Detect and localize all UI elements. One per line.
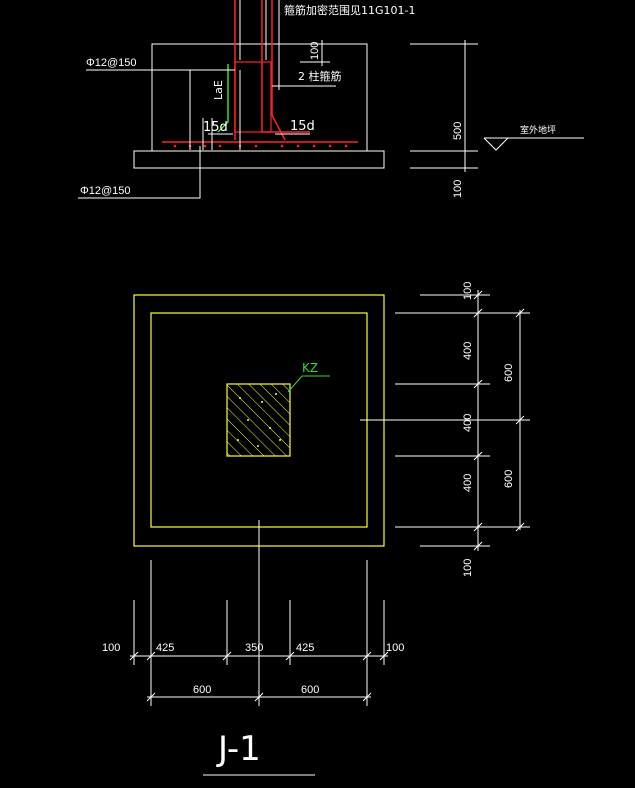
bottom-dim-0: 100 — [102, 642, 120, 654]
label-15d-right: 15d — [290, 119, 315, 134]
right-total-0: 600 — [503, 364, 515, 382]
right-dim-3: 400 — [462, 474, 474, 492]
title-text: J-1 — [216, 729, 261, 769]
rebar-label-bottom: Φ12@150 — [80, 185, 131, 197]
rebar-leader-bottom — [78, 146, 201, 199]
column-dots — [237, 393, 281, 447]
dim-100-label: 100 — [309, 42, 321, 60]
anchorage-bar — [217, 64, 229, 133]
section-view: 100 2 柱箍筋 箍筋加密范围见11G101-1 15d 15d LaE Φ1… — [78, 0, 584, 199]
note-top: 箍筋加密范围见11G101-1 — [284, 3, 415, 17]
kz-label: KZ — [302, 361, 318, 375]
label-lae: LaE — [212, 80, 225, 100]
right-dim-4: 100 — [462, 559, 474, 577]
drawing-title: J-1 — [203, 729, 315, 776]
footing-outline — [151, 43, 368, 152]
bottom-dim-3: 425 — [296, 642, 314, 654]
bottom-dims — [129, 560, 389, 706]
kz-leader — [287, 375, 330, 393]
bottom-dim-2: 350 — [245, 642, 263, 654]
bottom-dim-1: 425 — [156, 642, 174, 654]
plan-view: KZ 100 400 400 400 100 — [102, 282, 530, 706]
right-dims — [395, 290, 530, 551]
rebar-label-top: Φ12@150 — [86, 57, 137, 69]
ground-symbol — [483, 137, 509, 151]
label-15d-left: 15d — [203, 120, 228, 135]
stirrup — [234, 61, 272, 133]
column-bar-hook — [271, 114, 286, 141]
bottom-total-0: 600 — [193, 684, 211, 696]
ground-label: 室外地坪 — [520, 124, 556, 136]
right-dim-0: 100 — [462, 282, 474, 300]
dim-100-bottom-label: 100 — [452, 180, 464, 198]
column-kz — [226, 383, 291, 457]
bottom-dim-4: 100 — [386, 642, 404, 654]
bottom-total-1: 600 — [301, 684, 319, 696]
right-dim-2: 400 — [462, 414, 474, 432]
cushion-layer — [133, 150, 385, 169]
right-dim-1: 400 — [462, 342, 474, 360]
right-total-1: 600 — [503, 470, 515, 488]
dim-500-label: 500 — [452, 122, 464, 140]
label-2-bars: 2 柱箍筋 — [298, 69, 342, 83]
